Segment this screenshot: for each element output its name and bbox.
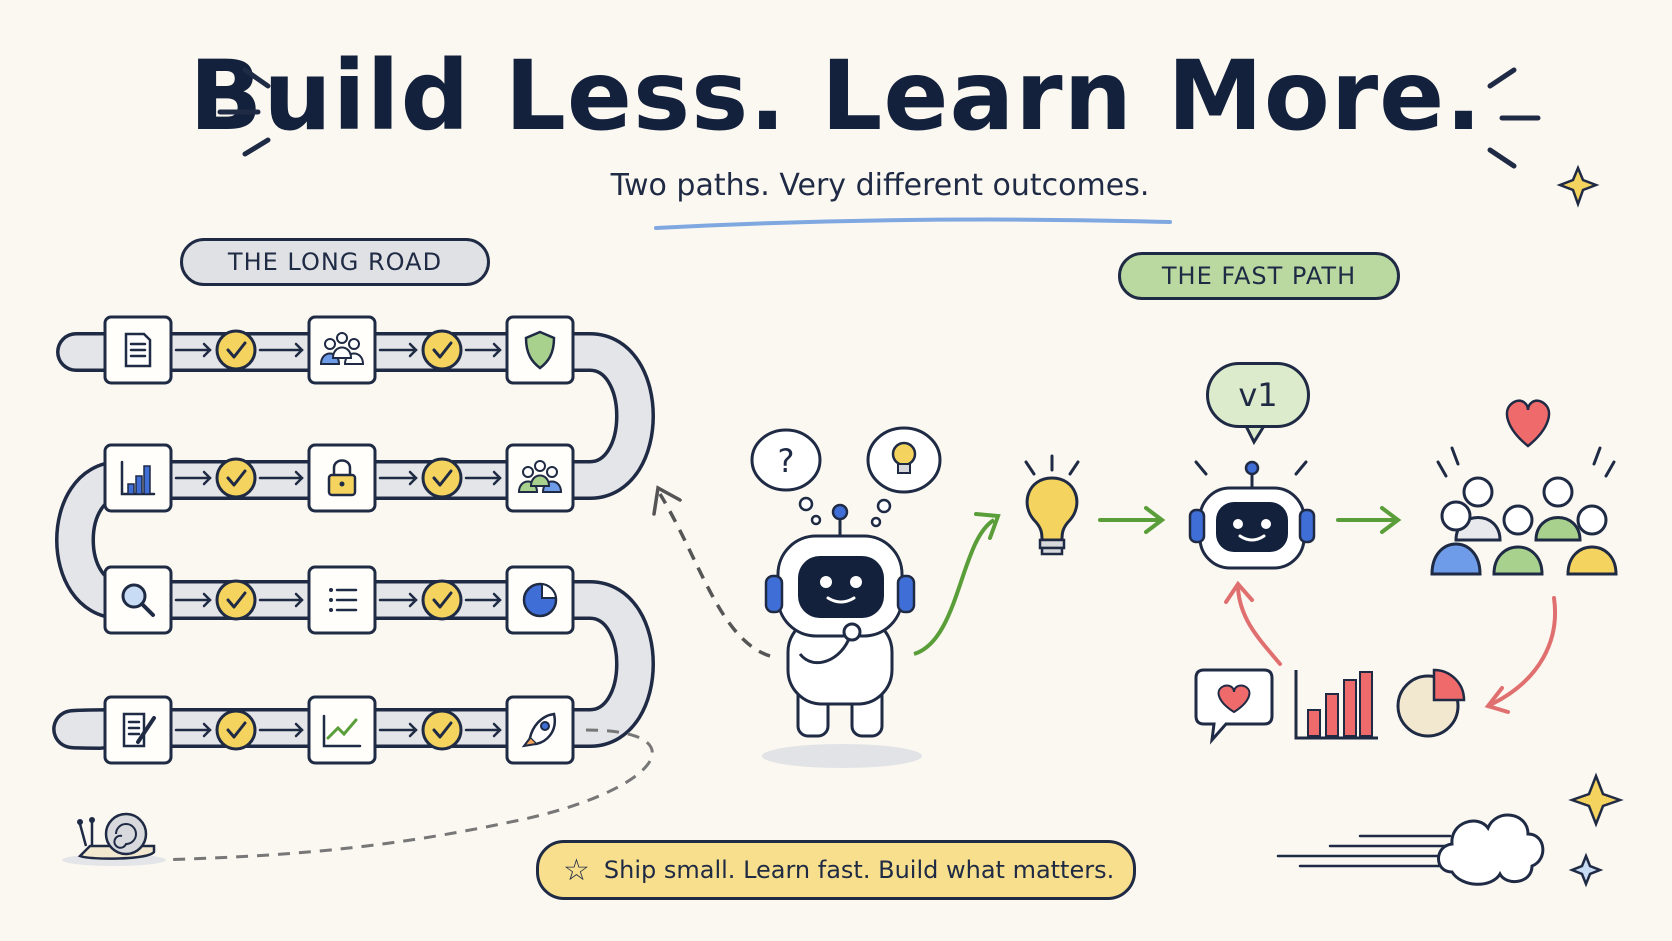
- star-icon: [1568, 772, 1624, 828]
- checklist-icon: [307, 565, 377, 635]
- star-icon: ☆: [563, 852, 590, 888]
- thinking-robot: [762, 503, 922, 768]
- check-icon: [421, 329, 463, 371]
- long-road-label: THE LONG ROAD: [180, 238, 490, 286]
- arrow-right: [174, 470, 212, 486]
- check-icon: [421, 579, 463, 621]
- thought-bubble-idea: [866, 426, 942, 528]
- arrow-right: [378, 342, 418, 358]
- edit-document-icon: [103, 695, 173, 765]
- robot-icon: [1188, 460, 1316, 570]
- arrow-right: [258, 342, 304, 358]
- star-icon: [1556, 164, 1600, 208]
- arrow-right: [1336, 506, 1402, 534]
- arrow-right: [258, 722, 304, 738]
- rocket-icon: [505, 695, 575, 765]
- arrow-right: [174, 592, 212, 608]
- arrow-right: [464, 470, 502, 486]
- arrow-right: [378, 592, 418, 608]
- version-bubble: v1: [1206, 362, 1310, 428]
- dust-cloud-icon: [1437, 813, 1545, 886]
- subtitle-underline: [654, 217, 1172, 230]
- team-icon: [307, 315, 377, 385]
- heart-chat-icon: [1194, 668, 1274, 745]
- check-icon: [215, 709, 257, 751]
- arrow-to-long-road-head: [652, 485, 682, 516]
- pie-chart-icon: [1396, 668, 1466, 738]
- check-icon: [421, 457, 463, 499]
- question-mark: ?: [778, 442, 795, 480]
- fast-path-label: THE FAST PATH: [1118, 252, 1400, 300]
- users-icon: [1430, 399, 1618, 576]
- v1-bubble-tail: [1244, 425, 1266, 446]
- arrow-right: [174, 342, 212, 358]
- arrow-right: [258, 470, 304, 486]
- arrow-right: [258, 592, 304, 608]
- thought-bubble-question: ?: [750, 428, 822, 526]
- title-sparkle-right: [1487, 67, 1541, 169]
- shield-icon: [505, 315, 575, 385]
- document-icon: [103, 315, 173, 385]
- check-icon: [215, 579, 257, 621]
- title-sparkle-left: [217, 67, 271, 157]
- line-chart-icon: [307, 695, 377, 765]
- page-title: Build Less. Learn More.: [189, 40, 1483, 152]
- long-road-path: [52, 332, 655, 750]
- check-icon: [215, 457, 257, 499]
- page-subtitle: Two paths. Very different outcomes.: [610, 168, 1150, 203]
- arrow-right: [464, 722, 502, 738]
- snail-icon: [62, 812, 166, 866]
- arrow-right: [1098, 506, 1166, 534]
- motto-banner: ☆ Ship small. Learn fast. Build what mat…: [536, 840, 1136, 900]
- magnifier-icon: [103, 565, 173, 635]
- lock-icon: [307, 443, 377, 513]
- arrow-right: [378, 470, 418, 486]
- check-icon: [215, 329, 257, 371]
- star-icon: [1568, 852, 1604, 888]
- group-icon: [505, 443, 575, 513]
- speed-lines: [1276, 834, 1452, 868]
- bar-chart-icon: [103, 443, 173, 513]
- lightbulb-icon: [891, 441, 917, 474]
- pie-chart-icon: [505, 565, 575, 635]
- dashed-trail: [159, 728, 654, 862]
- arrow-to-fast-path: [913, 518, 996, 656]
- bar-chart-icon: [1294, 670, 1378, 740]
- motto-text: Ship small. Learn fast. Build what matte…: [603, 856, 1115, 884]
- arrow-right: [464, 592, 502, 608]
- arrow-right: [174, 722, 212, 738]
- arrow-right: [378, 722, 418, 738]
- arrow-right: [464, 342, 502, 358]
- feedback-arrow: [1484, 596, 1557, 714]
- arrow-to-fast-path-head: [974, 512, 1001, 540]
- feedback-arrow: [1224, 580, 1282, 666]
- check-icon: [421, 709, 463, 751]
- lightbulb-icon: [1024, 454, 1080, 556]
- arrow-to-long-road: [658, 493, 771, 658]
- heart-icon: [1505, 399, 1551, 448]
- long-road-steps: [103, 315, 575, 765]
